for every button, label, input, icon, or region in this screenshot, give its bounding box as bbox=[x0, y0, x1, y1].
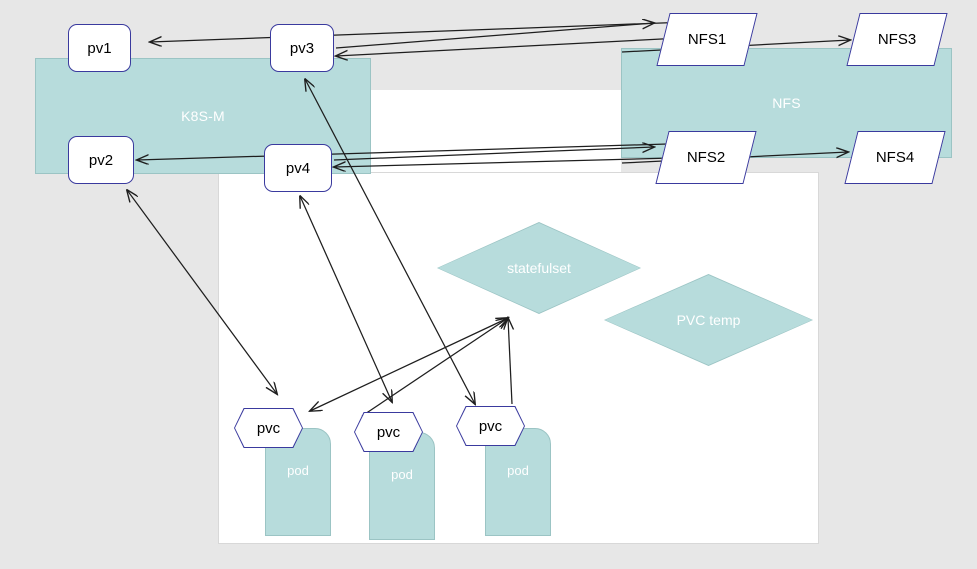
pod-label: pod bbox=[391, 467, 413, 482]
diamond-label: statefulset bbox=[507, 260, 571, 276]
pvc-fill bbox=[235, 409, 302, 447]
diamond-pvc-temp[interactable]: PVC temp bbox=[604, 274, 813, 366]
nfs-label: NFS2 bbox=[686, 149, 726, 166]
pvc-label: pvc bbox=[478, 417, 503, 435]
nfs-label: NFS4 bbox=[875, 149, 915, 166]
pod-label: pod bbox=[287, 463, 309, 478]
pvc-fill bbox=[355, 413, 422, 451]
edge-nfs1-to-pv1 bbox=[150, 21, 689, 42]
nfs-node-nfs4[interactable]: NFS4 bbox=[844, 131, 946, 184]
pv-label: pv4 bbox=[285, 159, 311, 177]
edge-pv3-to-nfs1 bbox=[335, 23, 654, 49]
pvc-pvc2[interactable]: pvc bbox=[354, 412, 423, 452]
nfs-node-nfs1[interactable]: NFS1 bbox=[656, 13, 758, 66]
zone-nfs-label: NFS bbox=[772, 95, 801, 111]
pv-label: pv2 bbox=[88, 151, 114, 169]
nfs-label: NFS3 bbox=[877, 31, 917, 48]
pv-label: pv3 bbox=[289, 39, 315, 57]
zone-k8s-label: K8S-M bbox=[181, 108, 225, 124]
pv-node-pv2[interactable]: pv2 bbox=[68, 136, 134, 184]
pvc-fill bbox=[457, 407, 524, 445]
pod-label: pod bbox=[507, 463, 529, 478]
pvc-label: pvc bbox=[256, 419, 281, 437]
pvc-label: pvc bbox=[376, 423, 401, 441]
pv-node-pv1[interactable]: pv1 bbox=[68, 24, 131, 72]
pv-node-pv3[interactable]: pv3 bbox=[270, 24, 334, 72]
diamond-statefulset[interactable]: statefulset bbox=[437, 222, 641, 314]
pvc-pvc1[interactable]: pvc bbox=[234, 408, 303, 448]
pvc-pvc3[interactable]: pvc bbox=[456, 406, 525, 446]
upper-white-panel bbox=[368, 90, 621, 174]
pv-label: pv1 bbox=[87, 39, 112, 57]
nfs-node-nfs3[interactable]: NFS3 bbox=[846, 13, 948, 66]
diamond-label: PVC temp bbox=[676, 312, 741, 328]
pv-node-pv4[interactable]: pv4 bbox=[264, 144, 332, 192]
pod-pod3[interactable]: pod bbox=[485, 428, 551, 536]
nfs-label: NFS1 bbox=[687, 31, 727, 48]
nfs-node-nfs2[interactable]: NFS2 bbox=[655, 131, 757, 184]
